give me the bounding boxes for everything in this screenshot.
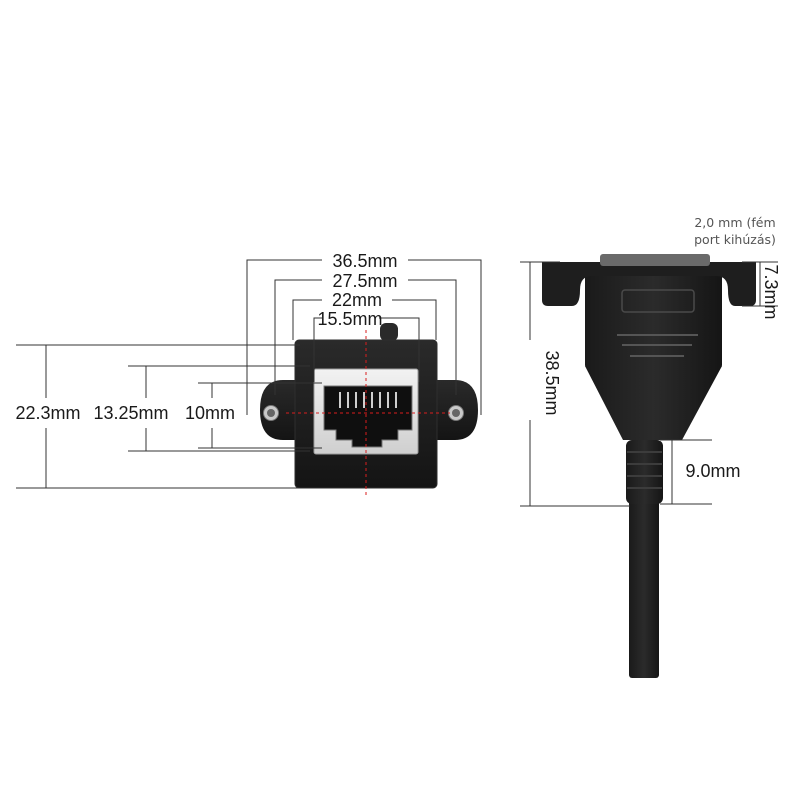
front-view: 36.5mm 27.5mm 22mm 15.5mm 22.3mm 13.25mm… [15,251,482,496]
side-flange [542,262,756,306]
height-insert-label: 13.25mm [93,403,168,423]
housing-window [621,289,695,313]
center-mark [286,330,450,496]
latch-bump [380,323,398,341]
side-view: 2,0 mm (fém port kihúzás) 7.3mm 38.5mm 9… [520,215,781,678]
width-body-label: 22mm [332,290,382,310]
rj45-jack-icon [323,385,413,448]
strain-relief [626,440,663,504]
height-dimensions [16,344,322,489]
height-total-label: 22.3mm [15,403,80,423]
cable-icon [629,495,659,678]
total-height-label: 38.5mm [542,350,562,415]
width-holes-label: 27.5mm [332,271,397,291]
height-port-label: 10mm [185,403,235,423]
width-outer-label: 36.5mm [332,251,397,271]
side-housing [585,262,722,368]
left-flange-ear [260,380,300,440]
note-line-1: 2,0 mm (fém [694,215,775,230]
housing-grooves [617,334,698,357]
housing-taper [585,366,722,440]
metal-port-top [600,254,710,266]
flange-thickness-label: 7.3mm [761,264,781,319]
width-port-label: 15.5mm [317,309,382,329]
note-line-2: port kihúzás) [694,232,776,247]
side-dimensions [520,261,778,507]
strain-relief-label: 9.0mm [685,461,740,481]
width-dimensions [246,259,482,415]
